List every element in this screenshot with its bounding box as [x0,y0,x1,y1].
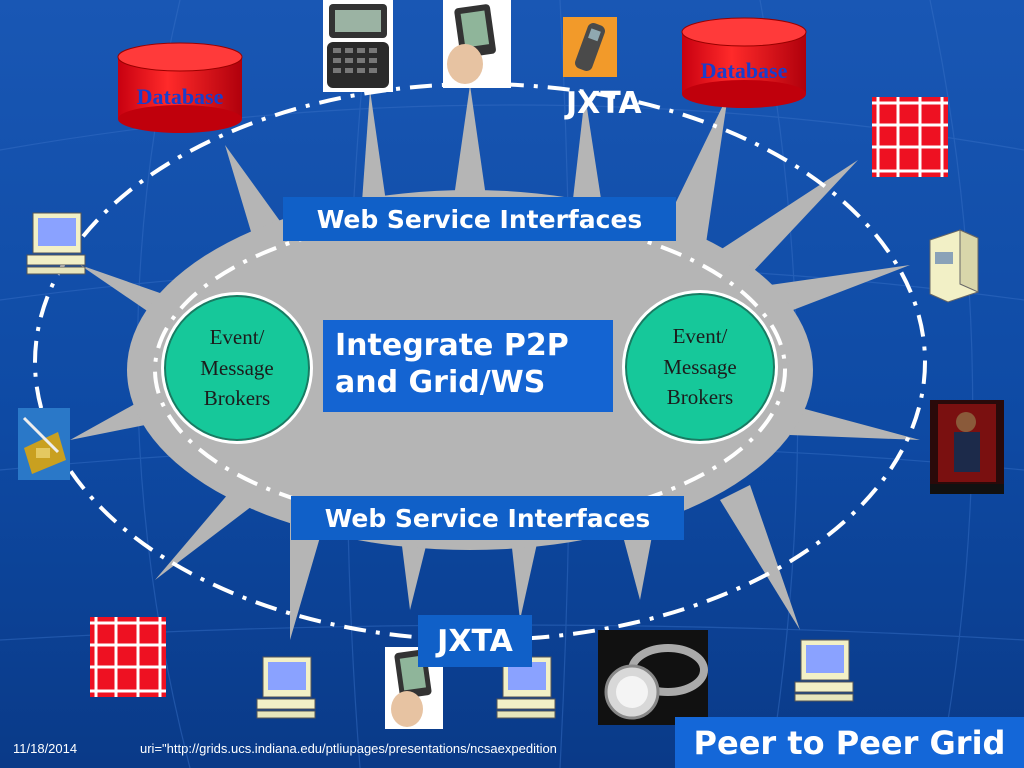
grid-cluster-icon [90,617,166,697]
integrate-p2p-grid-label: Integrate P2P and Grid/WS [323,320,613,412]
outer-ring [33,82,927,642]
computer-icon [794,639,854,702]
footer-uri: uri="http://grids.ucs.indiana.edu/ptliup… [140,741,557,756]
hub-spikes [70,85,920,640]
web-service-interfaces-top: Web Service Interfaces [283,197,676,241]
center-label-line-1: Integrate P2P [335,328,569,363]
ring-icon [598,630,708,725]
broker-line-3: Brokers [203,386,271,411]
database-icon [681,17,807,108]
broker-line-1: Event/ [672,324,728,349]
footer-date: 11/18/2014 [13,741,78,756]
broker-line-2: Message [663,354,737,379]
broker-line-3: Brokers [666,385,734,410]
card-reader-icon [18,408,70,480]
event-message-broker-left: Event/ Message Brokers [161,292,313,444]
event-message-broker-right: Event/ Message Brokers [622,290,778,444]
database-label-right: Database [700,58,788,83]
jxta-label-top: JXTA [566,86,642,121]
pda-icon [323,0,393,92]
computer-icon [256,656,316,719]
center-label-line-2: and Grid/WS [335,364,546,400]
grid-cluster-icon [872,97,948,177]
server-icon [929,229,979,303]
database-icon [117,42,243,133]
jxta-label-bottom: JXTA [418,615,532,667]
cellphone-icon [563,17,617,77]
handheld-icon [443,0,511,88]
web-service-interfaces-bottom: Web Service Interfaces [291,496,684,540]
broker-line-1: Event/ [209,325,265,350]
person-photo-icon [930,400,1004,494]
computer-icon [26,212,86,275]
broker-line-2: Message [200,355,274,380]
slide-title: Peer to Peer Grid [675,717,1024,768]
database-label-left: Database [136,84,224,109]
